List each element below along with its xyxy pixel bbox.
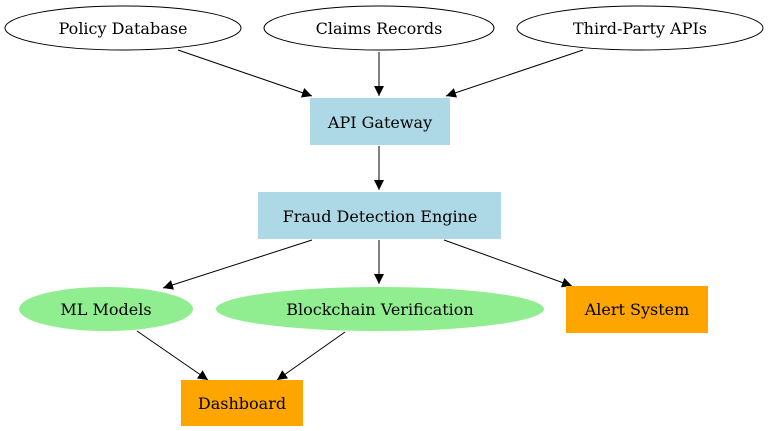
edges	[136, 49, 584, 381]
node-api-gateway-shape	[310, 98, 450, 145]
node-third-party-apis: Third-Party APIs	[516, 5, 764, 51]
node-dashboard: Dashboard	[181, 380, 303, 426]
node-policy-database-shape	[4, 5, 242, 51]
node-third-party-apis-label: Third-Party APIs	[573, 19, 707, 38]
node-dashboard-shape	[181, 380, 303, 426]
edge-engine-to-alert-system	[443, 239, 573, 288]
node-policy-database: Policy Database	[4, 5, 242, 51]
edge-policy-database-to-api-gateway	[177, 49, 313, 98]
node-alert-system: Alert System	[566, 286, 708, 333]
node-dashboard-label: Dashboard	[198, 394, 286, 413]
node-api-gateway: API Gateway	[310, 98, 450, 145]
node-alert-system-label: Alert System	[584, 300, 690, 319]
node-third-party-apis-shape	[516, 5, 764, 51]
node-ml-models: ML Models	[19, 287, 193, 331]
node-blockchain-verification-label: Blockchain Verification	[286, 300, 473, 319]
node-fraud-detection-engine-shape	[258, 192, 501, 239]
node-claims-records-label: Claims Records	[316, 19, 443, 38]
node-blockchain-verification: Blockchain Verification	[216, 287, 544, 331]
node-ml-models-label: ML Models	[60, 300, 151, 319]
edge-third-party-apis-to-api-gateway	[445, 49, 584, 98]
node-blockchain-verification-shape	[216, 287, 544, 331]
node-api-gateway-label: API Gateway	[327, 113, 432, 132]
node-alert-system-shape	[566, 286, 708, 333]
node-fraud-detection-engine: Fraud Detection Engine	[258, 192, 501, 239]
edge-ml-models-to-dashboard	[136, 330, 209, 381]
node-ml-models-shape	[19, 287, 193, 331]
node-claims-records: Claims Records	[263, 5, 495, 51]
node-policy-database-label: Policy Database	[59, 19, 188, 38]
node-claims-records-shape	[263, 5, 495, 51]
edge-engine-to-ml-models	[162, 239, 313, 290]
edge-blockchain-verification-to-dashboard	[276, 331, 346, 381]
node-fraud-detection-engine-label: Fraud Detection Engine	[283, 207, 478, 226]
